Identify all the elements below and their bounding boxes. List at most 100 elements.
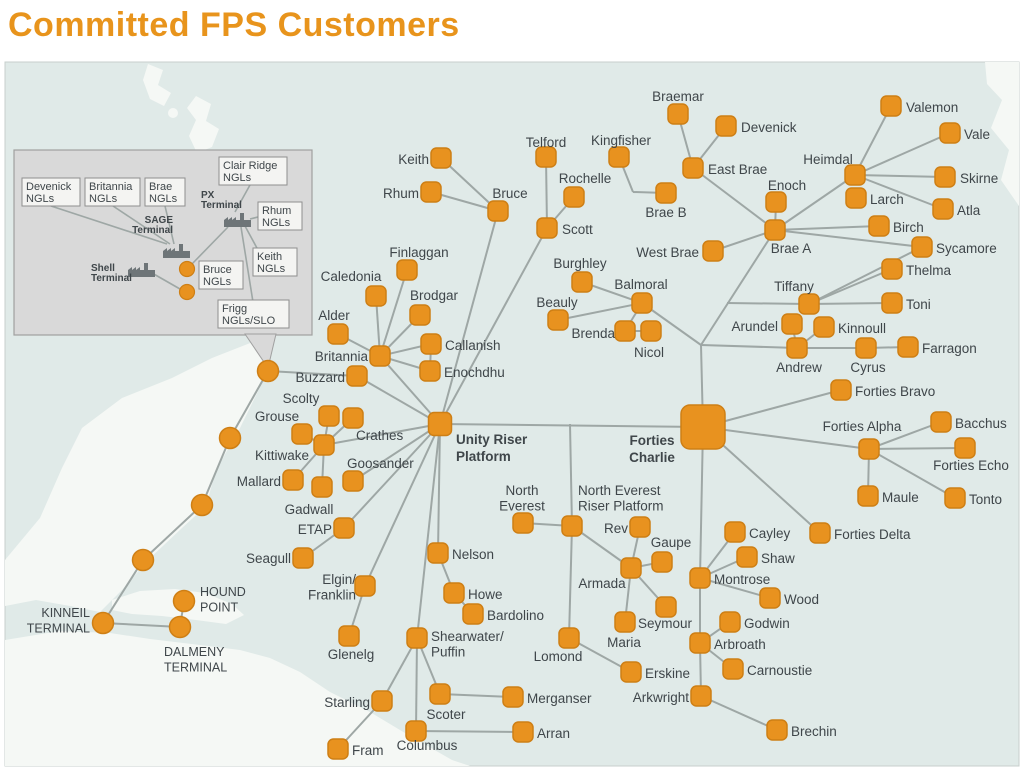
field-node-rc3 xyxy=(190,493,214,517)
pipeline-edge-charlie-fbravo xyxy=(702,389,842,428)
field-node-kittiwake xyxy=(313,434,335,456)
pipeline-edge-rc2-rc3 xyxy=(201,437,231,506)
pipeline-edge-rc1-rc2 xyxy=(229,370,269,439)
field-node-howe xyxy=(443,582,465,604)
inset-pointer xyxy=(244,333,277,370)
inset-box-keith-ngls xyxy=(252,247,298,277)
pipeline-edge-britannia-unity xyxy=(379,355,441,425)
pipeline-edge-unity-charlie xyxy=(439,423,704,428)
pipeline-edge-tiffany-thelma xyxy=(808,268,893,305)
field-node-arundel xyxy=(781,313,803,335)
field-node-kinnoull xyxy=(813,316,835,338)
inset-edge-5 xyxy=(244,225,259,251)
field-label-kingfisher: Kingfisher xyxy=(591,133,652,148)
field-nodes xyxy=(91,95,976,760)
field-label-finlaggan: Finlaggan xyxy=(389,245,448,260)
field-label-westbrae: West Brae xyxy=(636,245,699,260)
field-node-unity xyxy=(427,411,453,437)
field-node-tiffany xyxy=(798,293,820,315)
field-node-crathes xyxy=(342,407,364,429)
field-label-keith: Keith xyxy=(398,152,429,167)
field-label-elginfranklin: Elgin/Franklin xyxy=(308,572,356,603)
pipeline-edge-buzzard-unity xyxy=(356,375,441,425)
field-label-etap: ETAP xyxy=(298,522,332,537)
pipeline-edge-charlie-falpha xyxy=(702,426,870,450)
field-label-callanish: Callanish xyxy=(445,338,501,353)
inset-edge-1 xyxy=(112,205,171,245)
field-node-kingfisher xyxy=(608,146,630,168)
field-label-merganser: Merganser xyxy=(527,691,592,706)
pipeline-edge-unity-elginfranklin xyxy=(364,423,441,587)
landmass-shetland xyxy=(143,64,171,106)
field-label-buzzard: Buzzard xyxy=(295,370,345,385)
field-label-fbravo: Forties Bravo xyxy=(855,384,935,399)
field-label-rev: Rev xyxy=(604,521,628,536)
field-node-nelson xyxy=(427,542,449,564)
field-label-maule: Maule xyxy=(882,490,919,505)
field-label-andrew: Andrew xyxy=(776,360,822,375)
field-label-heimdal: Heimdal xyxy=(803,152,853,167)
field-label-cayley: Cayley xyxy=(749,526,791,541)
field-node-etap xyxy=(333,517,355,539)
field-label-seagull: Seagull xyxy=(246,551,291,566)
pipeline-edge-scott-unity xyxy=(439,227,548,425)
field-node-kinneil xyxy=(91,611,115,635)
field-label-skirne: Skirne xyxy=(960,171,998,186)
pipeline-edge-telford-scott xyxy=(545,156,548,229)
field-label-fram: Fram xyxy=(352,743,384,758)
inset-edge-0 xyxy=(50,205,168,245)
field-node-alder xyxy=(327,323,349,345)
field-label-vale: Vale xyxy=(964,127,990,142)
field-node-devenick xyxy=(715,115,737,137)
field-node-andrew xyxy=(786,337,808,359)
field-node-braea xyxy=(764,219,786,241)
field-label-eastbrae: East Brae xyxy=(708,162,767,177)
pipeline-edge-rc4-kinneil xyxy=(102,559,144,624)
field-label-bruce: Bruce xyxy=(492,186,527,201)
field-node-westbrae xyxy=(702,240,724,262)
field-node-larch xyxy=(845,187,867,209)
field-node-beauly xyxy=(547,309,569,331)
field-label-gadwall: Gadwall xyxy=(285,502,334,517)
field-node-enoch xyxy=(765,191,787,213)
field-label-kittiwake: Kittiwake xyxy=(255,448,309,463)
field-label-shearwater: Shearwater/Puffin xyxy=(431,629,504,660)
field-node-keith xyxy=(430,147,452,169)
field-label-erskine: Erskine xyxy=(645,666,690,681)
inset-box-frigg-ngls xyxy=(217,299,290,329)
field-node-armada xyxy=(620,557,642,579)
field-label-tonto: Tonto xyxy=(969,492,1002,507)
pipeline-edge-heimdal-braea xyxy=(774,174,856,231)
inset-box-clair-ridge-ngls xyxy=(218,156,288,186)
field-node-scott xyxy=(536,217,558,239)
field-node-atla xyxy=(932,198,954,220)
inset-box-brae-ngls xyxy=(144,177,186,207)
inset-edge-8 xyxy=(151,272,181,290)
field-label-farragon: Farragon xyxy=(922,341,977,356)
field-label-arbroath: Arbroath xyxy=(714,637,766,652)
field-node-toni xyxy=(881,292,903,314)
pipeline-edge-heimdal-vale xyxy=(854,132,951,176)
field-node-enochdhu xyxy=(419,360,441,382)
field-label-toni: Toni xyxy=(906,297,931,312)
field-node-burghley xyxy=(571,271,593,293)
field-node-arbroath xyxy=(689,632,711,654)
field-label-burghley: Burghley xyxy=(553,256,607,271)
pipeline-edge-shearwater-columbus xyxy=(415,637,418,732)
field-node-bruce xyxy=(487,200,509,222)
field-node-arkwright xyxy=(690,685,712,707)
inset-box-rhum-ngls xyxy=(257,201,303,231)
factory-icon-shell xyxy=(128,263,155,277)
field-label-columbus: Columbus xyxy=(397,738,458,753)
